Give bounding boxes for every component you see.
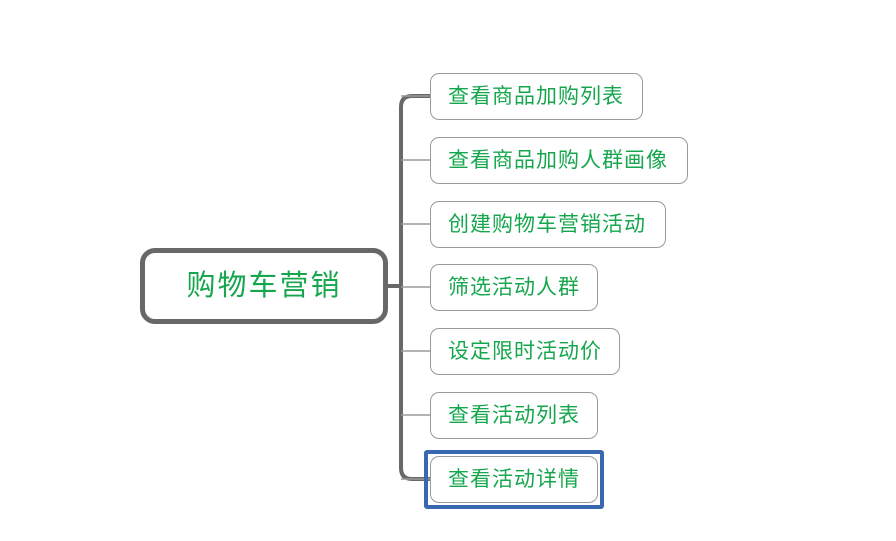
child-node-7-label: 查看活动详情 [448, 468, 580, 491]
child-node-6-label: 查看活动列表 [448, 404, 580, 427]
child-node-4[interactable]: 筛选活动人群 [430, 264, 598, 311]
child-node-7[interactable]: 查看活动详情 [430, 456, 598, 503]
child-node-1[interactable]: 查看商品加购列表 [430, 73, 643, 120]
child-node-5[interactable]: 设定限时活动价 [430, 328, 620, 375]
selection-highlight [424, 450, 604, 509]
child-node-5-label: 设定限时活动价 [448, 340, 602, 363]
child-node-3-label: 创建购物车营销活动 [448, 213, 646, 236]
child-node-2-label: 查看商品加购人群画像 [448, 149, 668, 172]
root-node[interactable]: 购物车营销 [140, 248, 388, 324]
child-node-2[interactable]: 查看商品加购人群画像 [430, 137, 688, 184]
child-node-4-label: 筛选活动人群 [448, 276, 580, 299]
trunk-connector [399, 94, 430, 481]
child-node-3[interactable]: 创建购物车营销活动 [430, 201, 666, 248]
child-node-1-label: 查看商品加购列表 [448, 85, 624, 108]
root-node-label: 购物车营销 [186, 269, 342, 302]
child-node-6[interactable]: 查看活动列表 [430, 392, 598, 439]
